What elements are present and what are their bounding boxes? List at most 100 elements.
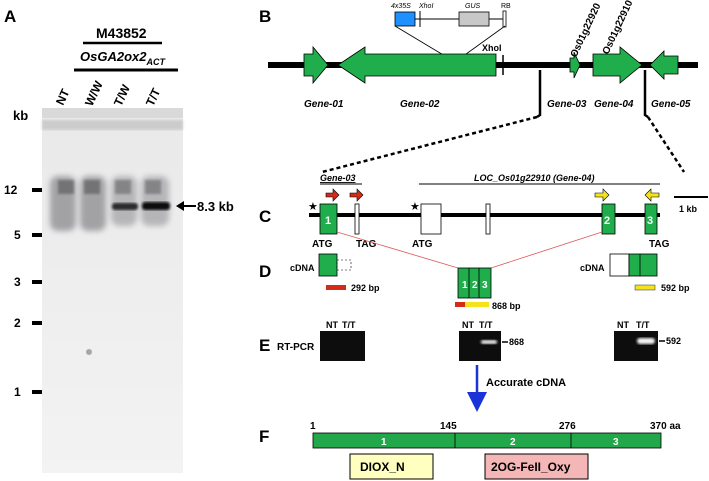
primer-reverse-yellow: [644, 188, 660, 202]
lane-tw: T/W: [111, 82, 133, 108]
gene-02-arrow: [337, 46, 497, 84]
gel2-tt: T/T: [479, 320, 493, 330]
panel-d-letter: D: [259, 262, 271, 281]
size-868: 868 bp: [492, 301, 521, 311]
lane-nt: NT: [53, 86, 73, 107]
band-592: [637, 338, 655, 344]
primer-forward-red: [325, 188, 340, 202]
gel-592: [614, 331, 658, 361]
southern-blot: [42, 108, 183, 473]
primer-reverse-red: [349, 188, 364, 202]
gus-label: GUS: [465, 3, 481, 10]
marker-3: 3: [14, 275, 21, 289]
gel1-tt: T/T: [342, 320, 356, 330]
cdna-utr-box: [609, 253, 630, 277]
gene-04-arrow: [592, 46, 643, 84]
protein-bar: [312, 432, 662, 449]
cdna-gene03-box: [318, 253, 338, 277]
domain-diox-n-label: DIOX_N: [360, 460, 405, 474]
pos-276: 276: [559, 421, 576, 432]
utr-box: [420, 203, 442, 235]
marker-5: 5: [14, 228, 21, 242]
marker-1: 1: [14, 385, 21, 399]
promoter-box: [394, 11, 416, 27]
pos-370: 370 aa: [650, 421, 681, 432]
panel-f-letter: F: [259, 427, 269, 446]
gel2-nt: NT: [462, 320, 474, 330]
gel3-nt: NT: [617, 320, 629, 330]
tss-star-icon: ★: [308, 201, 318, 213]
panel-a-letter: A: [4, 7, 16, 26]
zoom-line-right: [646, 116, 686, 173]
gel-292: [320, 331, 365, 361]
gene-03-title: Gene-03: [320, 173, 356, 183]
amplicon-592: [634, 284, 656, 291]
segment-1: 1: [381, 437, 387, 448]
band-868: [481, 340, 497, 344]
zoom-line-left: [321, 115, 538, 174]
gene-04-title: LOC_Os01g22910 (Gene-04): [474, 173, 595, 183]
pos-1: 1: [310, 421, 316, 432]
xhoi-label: XhoI: [482, 43, 502, 53]
construct-name: OsGA2ox2ACT: [80, 49, 166, 67]
label-868: 868: [509, 337, 524, 347]
panel-e-letter: E: [259, 336, 270, 355]
marker-12: 12: [4, 183, 18, 197]
line-name: M43852: [96, 25, 147, 41]
atg-label-2: ATG: [412, 239, 433, 250]
exon-1-label: 1: [325, 215, 331, 227]
rb-label: RB: [501, 3, 511, 10]
lane-tt: T/T: [143, 85, 164, 108]
atg-label-1: ATG: [312, 239, 333, 250]
cdna-exon-1: 1: [462, 280, 468, 291]
cdna-gene04-right: [628, 253, 658, 277]
gene-01-arrow: [303, 45, 329, 85]
amplicon-868: [465, 302, 489, 307]
size-markers: 12 5 3 2 1: [4, 183, 42, 399]
lane-ww: W/W: [82, 78, 106, 108]
gel-868: [459, 331, 501, 361]
locus-os01g22920: Os01g22920: [569, 1, 604, 59]
rtpcr-label: RT-PCR: [277, 342, 315, 353]
marker-2: 2: [14, 316, 21, 330]
exon-2-label: 2: [604, 215, 610, 227]
domain-2og-oxy-label: 2OG-FeII_Oxy: [491, 460, 571, 474]
promoter-label: 4x35S: [391, 3, 411, 10]
band-size-label: 8.3 kb: [197, 199, 234, 214]
xhoi-label-insert: XhoI: [418, 3, 433, 10]
gene-03-label: Gene-03: [547, 99, 587, 110]
size-592: 592 bp: [661, 283, 690, 293]
exon-3-label: 3: [647, 215, 653, 227]
pos-145: 145: [440, 421, 457, 432]
gus-box: [458, 11, 490, 27]
primer-forward-yellow: [594, 188, 610, 202]
label-592: 592: [666, 336, 681, 346]
accurate-cdna-label: Accurate cDNA: [486, 377, 566, 389]
cdna-label-right: cDNA: [580, 263, 605, 273]
exon-3-gene04: [644, 203, 658, 235]
gene-03-arrow: [569, 51, 581, 79]
tag-label-1: TAG: [356, 239, 377, 250]
gel1-nt: NT: [326, 320, 338, 330]
band-tt: [142, 202, 170, 210]
domain-2og-oxy: [484, 453, 589, 480]
cdna-exon-3: 3: [482, 280, 488, 291]
scale-label: 1 kb: [679, 204, 698, 214]
gene-region-line: [309, 213, 660, 217]
segment-2: 2: [510, 437, 516, 448]
exon-1-gene03: [319, 203, 338, 235]
amplicon-292: [326, 285, 346, 290]
gene-05-arrow: [649, 50, 679, 80]
domain-diox-n: [349, 453, 434, 480]
blot-unit: kb: [13, 108, 28, 123]
locus-os01g22910: Os01g22910: [601, 0, 636, 56]
gene-04-label: Gene-04: [594, 99, 634, 110]
cdna-exon-2: 2: [472, 280, 478, 291]
band-arrowhead-icon: [176, 201, 184, 211]
tss-star-icon-2: ★: [410, 201, 420, 213]
gene-05-label: Gene-05: [651, 99, 691, 110]
tag-label-2: TAG: [649, 239, 670, 250]
cdna-gene04-box: [457, 267, 492, 299]
cdna-label-left: cDNA: [290, 263, 315, 273]
exon-2-gene04: [601, 203, 616, 235]
